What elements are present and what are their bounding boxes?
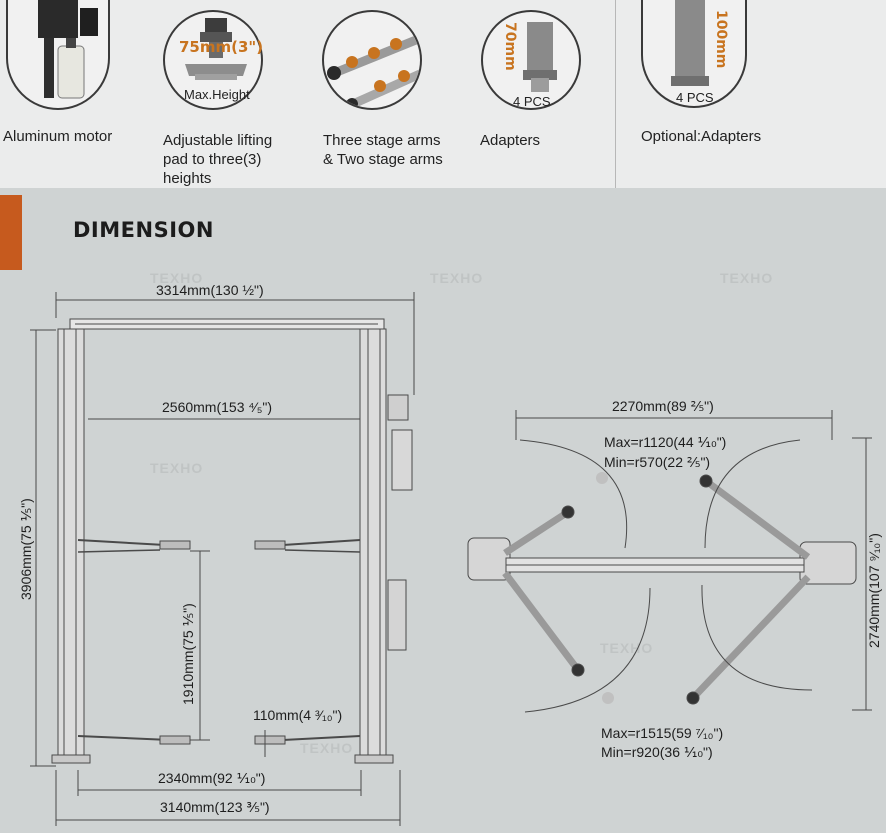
top-width-label: 2270mm(89 ⅖")	[612, 398, 714, 414]
top-depth-label: 2740mm(107 ⁹⁄₁₀")	[866, 533, 882, 648]
watermark: TEXHO	[430, 270, 484, 286]
stage-arms-icon	[322, 10, 422, 110]
aluminum-motor-image	[6, 0, 110, 110]
adapter-icon	[481, 10, 581, 110]
watermark: TEXHO	[300, 740, 354, 756]
watermark: TEXHO	[150, 270, 204, 286]
watermark: TEXHO	[150, 460, 204, 476]
lifting-pad-badge: 75mm(3")	[179, 38, 264, 56]
inner-width-label: 2560mm(153 ⁴⁄₅")	[162, 399, 273, 415]
feature-caption-stage-arms: Three stage arms & Two stage arms	[323, 132, 443, 168]
optional-adapter-count: 4 PCS	[676, 90, 714, 105]
overall-width-label: 3314mm(130 ½")	[156, 282, 264, 298]
feature-caption-optional-adapters: Optional:Adapters	[641, 128, 762, 145]
long-arm-max-label: Max=r1515(59 ⁷⁄₁₀")	[601, 725, 724, 741]
lifting-pad-sub: Max.Height	[184, 87, 250, 102]
features-strip: Aluminum motor 75mm(3") Max.Height Adjus…	[0, 0, 886, 188]
lifting-pad-icon	[163, 10, 263, 110]
feature-caption-motor: Aluminum motor	[3, 128, 113, 145]
dimension-title: DIMENSION	[73, 218, 214, 242]
base-inner-label: 2340mm(92 ⅒")	[158, 770, 266, 786]
lift-height-label: 1910mm(75 ⅕")	[180, 603, 196, 705]
features-divider	[615, 0, 616, 188]
base-overall-label: 3140mm(123 ⅗")	[160, 799, 270, 815]
watermark: TEXHO	[720, 270, 774, 286]
feature-caption-lifting-pad: Adjustable lifting pad to three(3) heigh…	[163, 132, 273, 187]
adapter-count: 4 PCS	[513, 94, 551, 109]
short-arm-max-label: Max=r1120(44 ⅒")	[604, 434, 727, 450]
overall-height-label: 3906mm(75 ⅕")	[18, 498, 34, 600]
long-arm-min-label: Min=r920(36 ⅒")	[601, 744, 713, 760]
pad-height-label: 110mm(4 ³⁄₁₀")	[253, 707, 343, 723]
short-arm-min-label: Min=r570(22 ⅖")	[604, 454, 711, 470]
optional-adapter-icon	[641, 0, 747, 108]
dimension-accent-bar	[0, 195, 22, 270]
feature-caption-adapters: Adapters	[480, 132, 541, 149]
